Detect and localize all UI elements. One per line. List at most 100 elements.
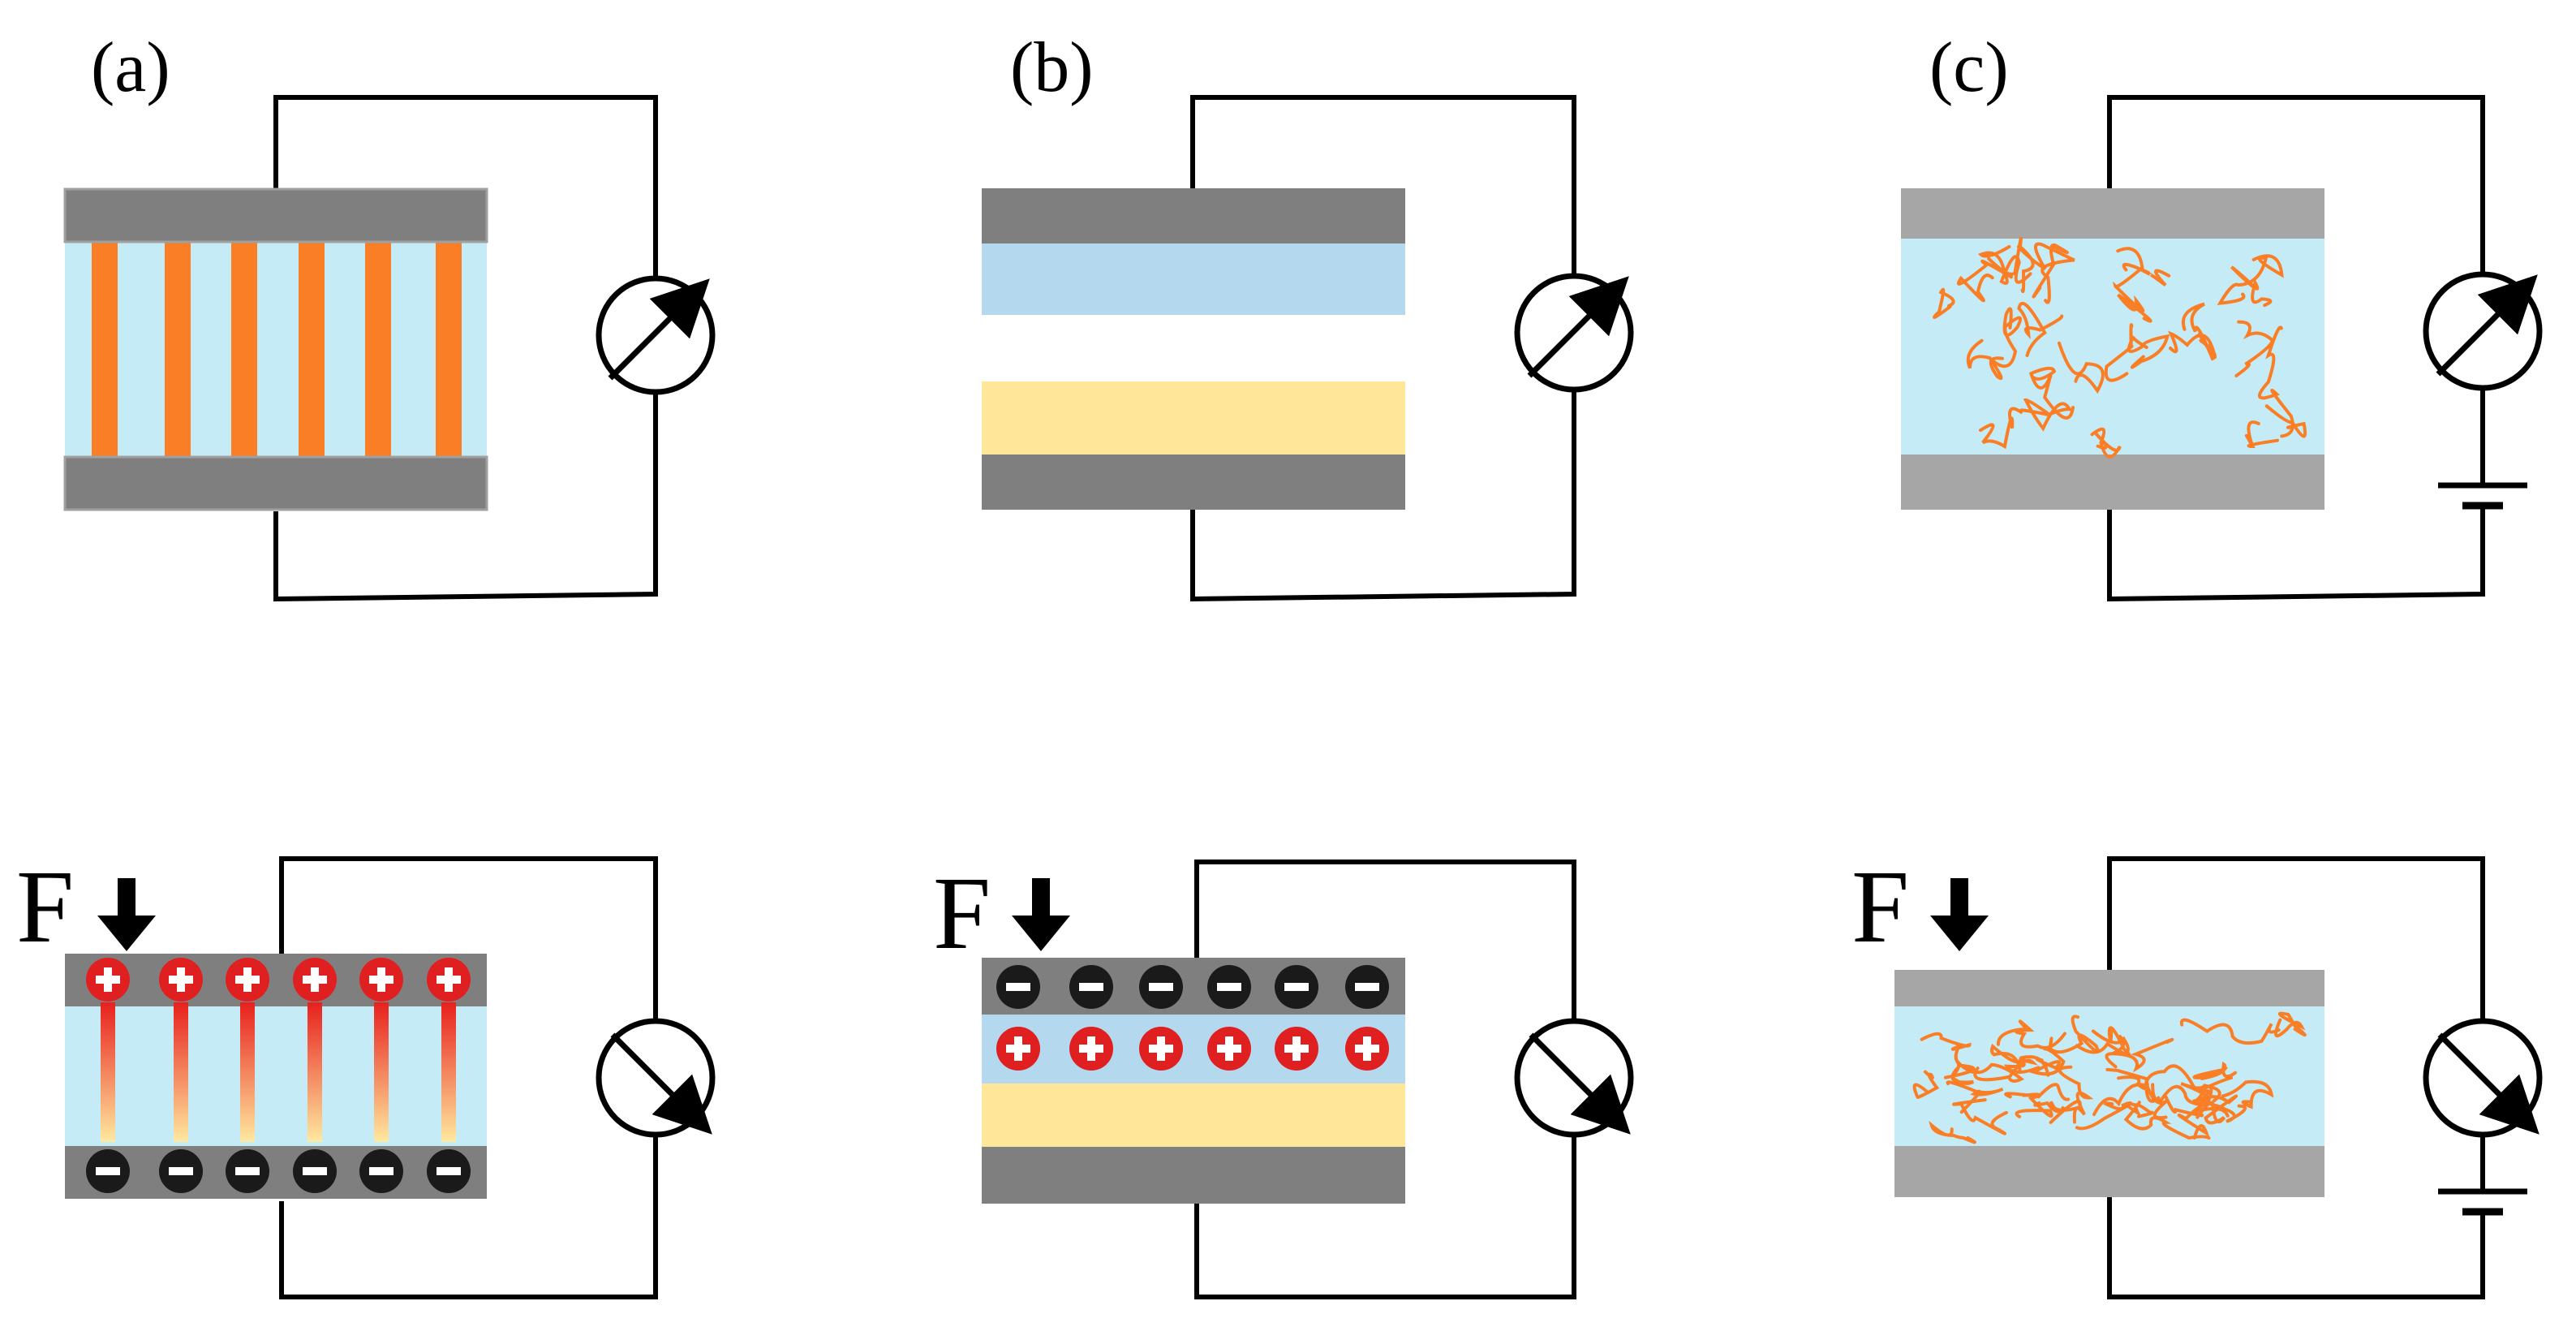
conductive-fiber <box>2019 398 2073 432</box>
panel-a-bottom: F <box>16 849 716 1299</box>
conductive-fiber <box>2164 1095 2230 1118</box>
negative-charge-row <box>996 965 1389 1009</box>
bottom-electrode <box>65 1146 487 1199</box>
meter-icon <box>596 1018 716 1138</box>
negative-charge-icon <box>226 1149 269 1193</box>
negative-charge-icon <box>1345 965 1389 1009</box>
dipole-stem <box>240 1002 255 1142</box>
top-electrode <box>1894 970 2324 1006</box>
dipole-stem <box>101 1002 115 1142</box>
positive-charge-icon <box>293 958 337 1002</box>
meter-icon <box>1514 1018 1634 1138</box>
panel-c-bottom: F <box>1851 849 2543 1299</box>
panel-c-top: (c) <box>1901 28 2543 602</box>
force-label: F <box>16 849 74 964</box>
conductive-fiber <box>2258 325 2294 438</box>
arrow-down-icon <box>97 878 156 951</box>
negative-charge-icon <box>1207 965 1251 1009</box>
positive-charge-icon <box>1345 1027 1389 1071</box>
positive-charge-icon <box>159 958 203 1002</box>
piezo-fibers <box>92 242 462 459</box>
negative-charge-icon <box>159 1149 203 1193</box>
fiber <box>92 242 118 459</box>
conductive-fiber <box>2105 1067 2149 1091</box>
conductive-fiber <box>2033 1100 2082 1124</box>
force-label: F <box>933 855 991 971</box>
conductive-fiber <box>2105 1037 2174 1073</box>
negative-charge-row <box>86 1149 471 1193</box>
meter-icon <box>2423 1018 2543 1138</box>
conductive-fiber <box>2004 1083 2071 1101</box>
force-label: F <box>1851 849 1909 964</box>
conductive-fiber <box>2244 420 2279 449</box>
panel-b-top: (b) <box>982 28 1634 602</box>
conductive-fiber <box>2217 254 2284 305</box>
battery-icon <box>2438 482 2527 510</box>
panel-b-label: (b) <box>1010 28 1094 107</box>
conductive-fiber <box>2230 265 2273 308</box>
conductive-fiber <box>2192 1061 2238 1080</box>
fiber <box>231 242 257 459</box>
circuit-wire <box>2107 507 2485 602</box>
conductive-fiber <box>2090 427 2122 459</box>
circuit-wire <box>2107 1197 2485 1299</box>
dipole-stem <box>441 1002 456 1142</box>
negative-charge-icon <box>1069 965 1113 1009</box>
conductive-fiber <box>1933 287 1955 319</box>
conductive-fiber <box>1956 259 2013 303</box>
fiber <box>365 242 391 459</box>
conductive-fiber <box>2017 301 2064 357</box>
conductive-fiber <box>2015 1092 2053 1118</box>
positive-charge-icon <box>996 1027 1040 1071</box>
panel-a-top: (a) <box>63 28 716 602</box>
negative-charge-icon <box>1275 965 1318 1009</box>
conductive-fiber <box>2058 341 2105 394</box>
conductive-fiber <box>2122 263 2171 287</box>
conductive-fiber <box>1920 1032 1972 1065</box>
negative-charge-icon <box>996 965 1040 1009</box>
conductive-fiber <box>2112 247 2152 323</box>
meter-icon <box>596 275 716 395</box>
conductive-fiber <box>1943 1062 2025 1084</box>
conductive-fiber <box>1952 1098 2008 1135</box>
positive-charge-icon <box>86 958 130 1002</box>
conductive-fiber <box>1929 1120 1976 1144</box>
conductive-fiber <box>2104 323 2134 382</box>
conductive-fiber <box>2151 1076 2233 1107</box>
circuit-wire <box>273 386 658 602</box>
conductive-fiber <box>1990 1043 2041 1074</box>
meter-icon <box>2423 271 2543 391</box>
conductive-fiber <box>2180 1082 2221 1104</box>
top-electrode <box>63 187 488 243</box>
positive-charge-icon <box>1207 1027 1251 1071</box>
conductive-fiber <box>2221 1079 2274 1109</box>
arrow-down-icon <box>1930 878 1989 951</box>
circuit-wire <box>1190 384 1576 602</box>
tribo-layer-blue <box>982 1015 1405 1084</box>
conductive-fiber <box>2123 1101 2211 1140</box>
conductive-matrix <box>1901 239 2324 455</box>
bottom-electrode <box>1901 455 2324 510</box>
conductive-fiber <box>1991 307 2022 368</box>
conductive-fiber <box>1966 338 2004 381</box>
negative-charge-icon <box>1139 965 1183 1009</box>
conductive-fiber <box>2007 1055 2050 1079</box>
conductive-fiber <box>2028 366 2075 420</box>
top-electrode <box>1901 188 2324 239</box>
bottom-electrode <box>1894 1146 2324 1197</box>
circuit-wire <box>2107 95 2485 276</box>
conductive-fibers <box>1912 1011 2307 1144</box>
conductive-fiber <box>1996 1019 2066 1049</box>
circuit-wire <box>279 856 658 1024</box>
tribo-layer-yellow <box>982 381 1405 455</box>
conductive-fiber <box>2075 1101 2133 1131</box>
top-electrode <box>982 958 1405 1015</box>
matrix <box>65 1006 487 1146</box>
positive-charge-row <box>86 958 471 1002</box>
meter-icon <box>1514 273 1634 393</box>
positive-charge-icon <box>1275 1027 1318 1071</box>
conductive-fiber <box>2264 404 2307 438</box>
panel-b-bottom: F <box>933 855 1634 1299</box>
positive-charge-icon <box>359 958 403 1002</box>
